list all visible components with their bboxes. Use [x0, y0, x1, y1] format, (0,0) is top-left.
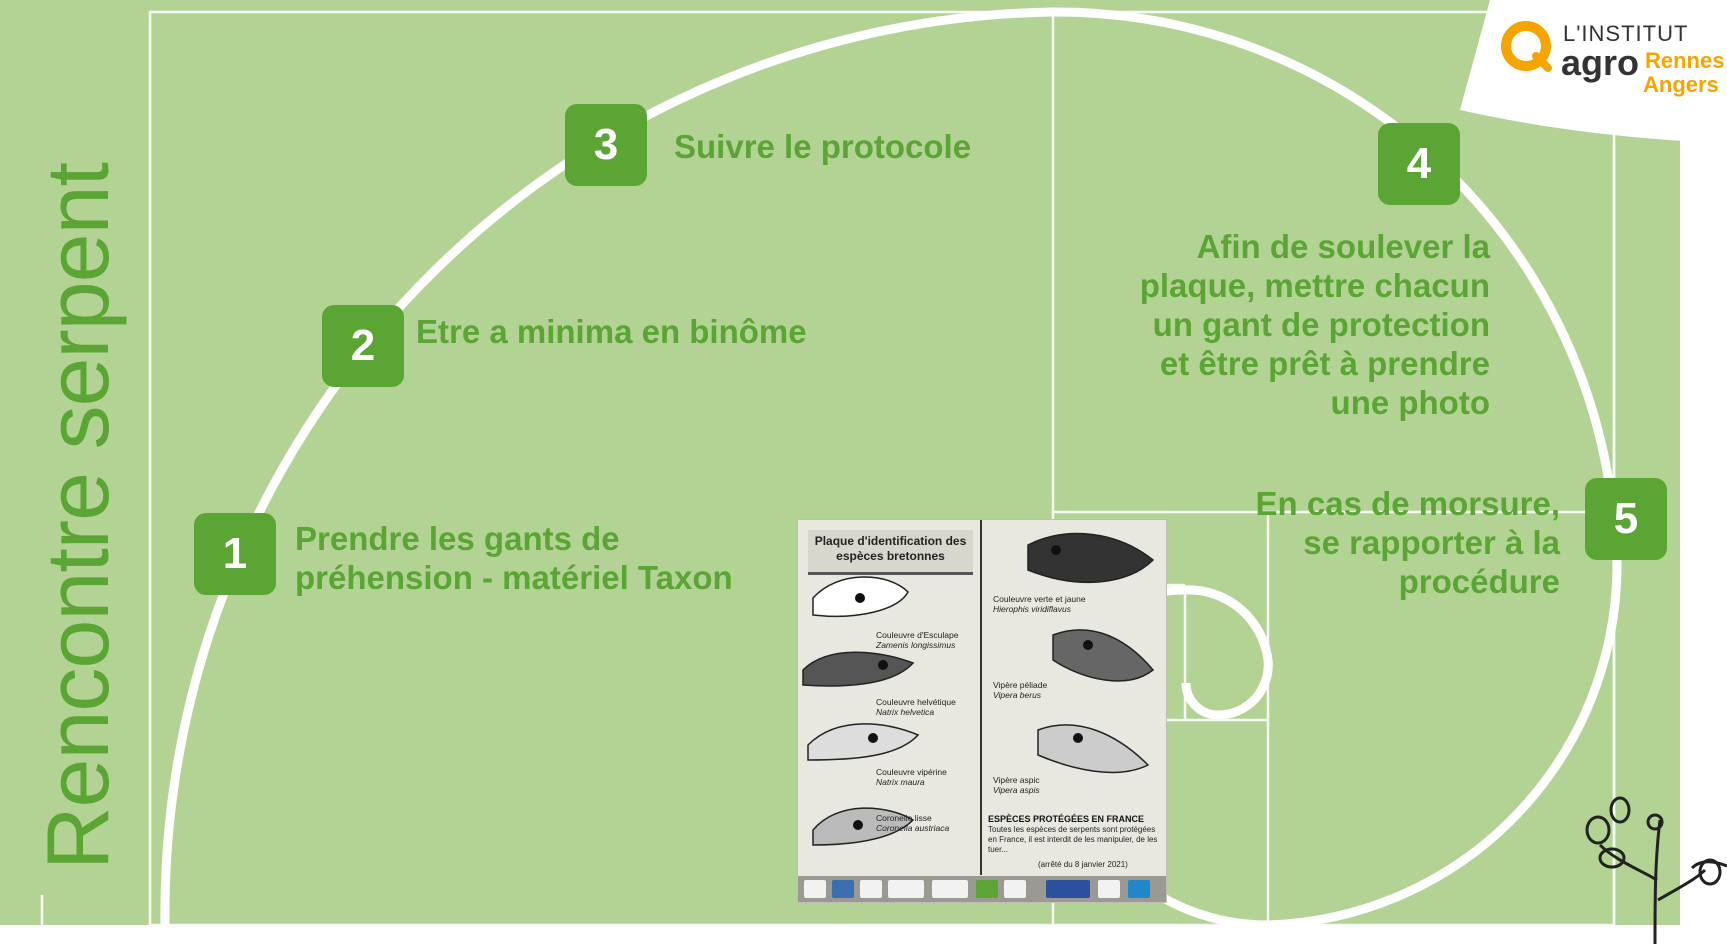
plate-divider — [980, 520, 982, 875]
step-3-badge: 3 — [565, 104, 647, 186]
logo-line-angers: Angers — [1643, 72, 1719, 97]
step-1-badge: 1 — [194, 513, 276, 595]
partner-logo-icon — [832, 880, 854, 898]
protected-species-title: ESPÈCES PROTÉGÉES EN FRANCE — [988, 814, 1145, 824]
logo-line-rennes: Rennes — [1645, 48, 1725, 73]
logo-line-agro: agro — [1561, 42, 1640, 83]
partner-logo-icon — [860, 880, 882, 898]
step-3-text: Suivre le protocole — [674, 128, 972, 165]
snake-illustrations-icon — [802, 532, 1155, 846]
logo-background — [1460, 0, 1727, 143]
partner-logo-icon — [1004, 880, 1026, 898]
plate-title: Plaque d'identification des espèces bret… — [808, 530, 973, 575]
step-5-text: En cas de morsure, se rapporter à la pro… — [1255, 485, 1560, 600]
step-5-badge: 5 — [1585, 478, 1667, 560]
partner-logo-icon — [888, 880, 924, 898]
partner-logo-icon — [1098, 880, 1120, 898]
step-2-text: Etre a minima en binôme — [416, 313, 807, 350]
institut-agro-logo-icon — [1501, 21, 1552, 72]
partner-logo-icon — [976, 880, 998, 898]
slide-title: Rencontre serpent — [28, 163, 127, 870]
partner-logo-icon — [804, 880, 826, 898]
step-2-badge: 2 — [322, 305, 404, 387]
partner-logos-strip — [798, 876, 1166, 902]
protected-species-date: (arrêté du 8 janvier 2021) — [1038, 860, 1128, 869]
partner-logo-icon — [1046, 880, 1090, 898]
logo-line-institut: L'INSTITUT — [1563, 21, 1689, 46]
step-4-text: Afin de soulever la plaque, mettre chacu… — [1139, 228, 1490, 421]
step-1-text: Prendre les gants de préhension - matéri… — [295, 520, 733, 596]
snake-identification-plate: Plaque d'identification des espèces bret… — [797, 519, 1167, 903]
protected-species-text: Toutes les espèces de serpents sont prot… — [988, 825, 1158, 854]
step-4-badge: 4 — [1378, 123, 1460, 205]
partner-logo-icon — [1128, 880, 1150, 898]
partner-logo-icon — [932, 880, 968, 898]
